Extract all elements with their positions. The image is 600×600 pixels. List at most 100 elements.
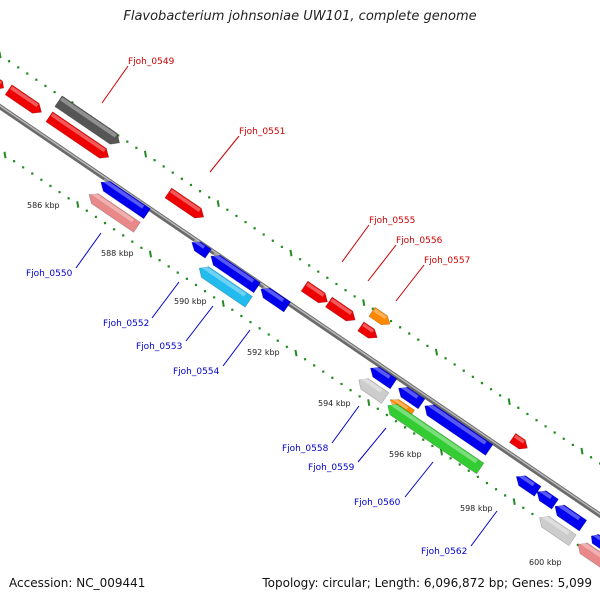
forward-gene-labels: Fjoh_0549 Fjoh_0551 Fjoh_0555 Fjoh_0556 … xyxy=(128,57,470,266)
gene-features[interactable] xyxy=(0,75,600,570)
gene-arrow[interactable] xyxy=(384,400,485,475)
gene-arrow[interactable] xyxy=(324,296,358,325)
gene-fjoh-0556[interactable] xyxy=(324,296,358,325)
gene-arrow[interactable] xyxy=(355,375,390,404)
gene-fjoh-0552[interactable] xyxy=(207,251,261,294)
gene-arrow[interactable] xyxy=(368,306,393,328)
gene-label-fjoh-0552[interactable]: Fjoh_0552 xyxy=(103,319,149,329)
gene-shine xyxy=(60,97,117,138)
gene-arrow[interactable] xyxy=(86,190,141,233)
gene-shine xyxy=(391,396,409,410)
scale-label-594: 594 kbp xyxy=(318,399,351,408)
gene-label-fjoh-0562[interactable]: Fjoh_0562 xyxy=(421,547,467,557)
gene-label-fjoh-0555[interactable]: Fjoh_0555 xyxy=(369,216,415,226)
gene-shine xyxy=(426,402,487,445)
gene-fjoh-0561b[interactable] xyxy=(534,487,559,510)
gene-fjoh-0561a[interactable] xyxy=(513,472,542,497)
callout-fjoh-0554 xyxy=(222,329,251,367)
gene-shine xyxy=(10,86,39,108)
gene-fjoh-0555[interactable] xyxy=(300,280,331,307)
gene-fjoh-0550a[interactable] xyxy=(97,177,151,220)
gene-arrow[interactable] xyxy=(45,111,112,162)
gene-label-fjoh-0549[interactable]: Fjoh_0549 xyxy=(128,57,175,67)
gene-fjoh-0563[interactable] xyxy=(574,539,600,570)
map-title: Flavobacterium johnsoniae UW101, complet… xyxy=(123,9,477,24)
gene-fjoh-0560[interactable] xyxy=(384,400,485,475)
gene-arrow[interactable] xyxy=(536,512,577,547)
gene-label-fjoh-0560[interactable]: Fjoh_0560 xyxy=(354,498,401,508)
gene-shine xyxy=(372,364,391,379)
gene-arrow[interactable] xyxy=(357,321,381,342)
topology-text: Topology: circular; Length: 6,096,872 bp… xyxy=(262,576,592,590)
major-tick xyxy=(367,399,371,406)
gene-fjoh-0553[interactable] xyxy=(196,263,253,308)
gene-arrow[interactable] xyxy=(421,401,494,456)
major-tick xyxy=(143,150,148,158)
backbone-highlight xyxy=(0,104,600,516)
major-tick xyxy=(3,151,7,159)
gene-arrow[interactable] xyxy=(0,75,7,92)
backbone-line xyxy=(0,103,600,519)
gene-fjoh-0559a[interactable] xyxy=(395,383,426,410)
gene-fjoh-0560a[interactable] xyxy=(421,401,494,456)
gene-arrow[interactable] xyxy=(551,501,588,532)
gene-arrow[interactable] xyxy=(4,84,45,117)
gene-arrow[interactable] xyxy=(164,187,207,222)
gene-forward-0548[interactable] xyxy=(0,75,7,92)
gene-arrow[interactable] xyxy=(97,177,151,220)
gene-fjoh-0549[interactable] xyxy=(54,95,123,148)
gene-shine xyxy=(193,239,206,249)
gene-fjoh-0550[interactable] xyxy=(86,190,141,233)
callout-fjoh-0549 xyxy=(101,65,129,104)
callout-fjoh-0559 xyxy=(357,427,387,463)
scale-labels: 586 kbp 588 kbp 590 kbp 592 kbp 594 kbp … xyxy=(27,201,562,567)
gene-arrow[interactable] xyxy=(257,284,292,313)
gene-fjoh-0558[interactable] xyxy=(355,375,390,404)
gene-label-fjoh-0559[interactable]: Fjoh_0559 xyxy=(308,463,355,473)
gene-arrow[interactable] xyxy=(395,383,426,410)
gene-label-fjoh-0558[interactable]: Fjoh_0558 xyxy=(282,444,329,454)
gene-arrow[interactable] xyxy=(513,472,542,497)
major-tick xyxy=(0,51,2,59)
gene-arrow[interactable] xyxy=(189,238,212,259)
gene-arrow[interactable] xyxy=(574,539,600,570)
gene-fjoh-0558a[interactable] xyxy=(367,363,398,390)
gene-label-fjoh-0550[interactable]: Fjoh_0550 xyxy=(26,269,73,279)
gene-label-fjoh-0551[interactable]: Fjoh_0551 xyxy=(239,127,285,137)
inner-tick-row xyxy=(3,151,598,559)
gene-arrow[interactable] xyxy=(367,363,398,390)
gene-fjoh-0556b[interactable] xyxy=(357,321,381,342)
gene-forward-c[interactable] xyxy=(509,432,530,452)
gene-label-fjoh-0557[interactable]: Fjoh_0557 xyxy=(424,256,470,266)
gene-arrow[interactable] xyxy=(534,487,559,510)
gene-forward-a[interactable] xyxy=(4,84,45,117)
gene-fjoh-0562[interactable] xyxy=(536,512,577,547)
gene-fjoh-0557[interactable] xyxy=(368,306,393,328)
gene-fjoh-0554[interactable] xyxy=(257,284,292,313)
gene-arrow[interactable] xyxy=(300,280,331,307)
callout-fjoh-0551 xyxy=(209,135,240,173)
callout-fjoh-0558 xyxy=(331,405,360,444)
gene-arrow[interactable] xyxy=(509,432,530,452)
gene-label-fjoh-0556[interactable]: Fjoh_0556 xyxy=(396,236,443,246)
gene-fjoh-0561c[interactable] xyxy=(551,501,588,532)
gene-arrow[interactable] xyxy=(54,95,123,148)
gene-shine xyxy=(200,264,247,297)
gene-label-fjoh-0553[interactable]: Fjoh_0553 xyxy=(136,342,182,352)
gene-shine xyxy=(389,401,478,464)
gene-shine xyxy=(102,178,145,209)
gene-forward-b[interactable] xyxy=(45,111,112,162)
callout-fjoh-0557 xyxy=(395,264,425,302)
major-tick xyxy=(76,201,80,208)
gene-shine xyxy=(541,513,570,535)
gene-arrow[interactable] xyxy=(196,263,253,308)
gene-arrow[interactable] xyxy=(207,251,261,294)
gene-fjoh-0552a[interactable] xyxy=(189,238,212,259)
major-tick xyxy=(289,249,293,257)
scale-label-600: 600 kbp xyxy=(529,558,562,567)
gene-label-fjoh-0554[interactable]: Fjoh_0554 xyxy=(173,367,220,377)
gene-fjoh-0551[interactable] xyxy=(164,187,207,222)
gene-shine xyxy=(400,384,419,399)
gene-shine xyxy=(362,323,375,333)
